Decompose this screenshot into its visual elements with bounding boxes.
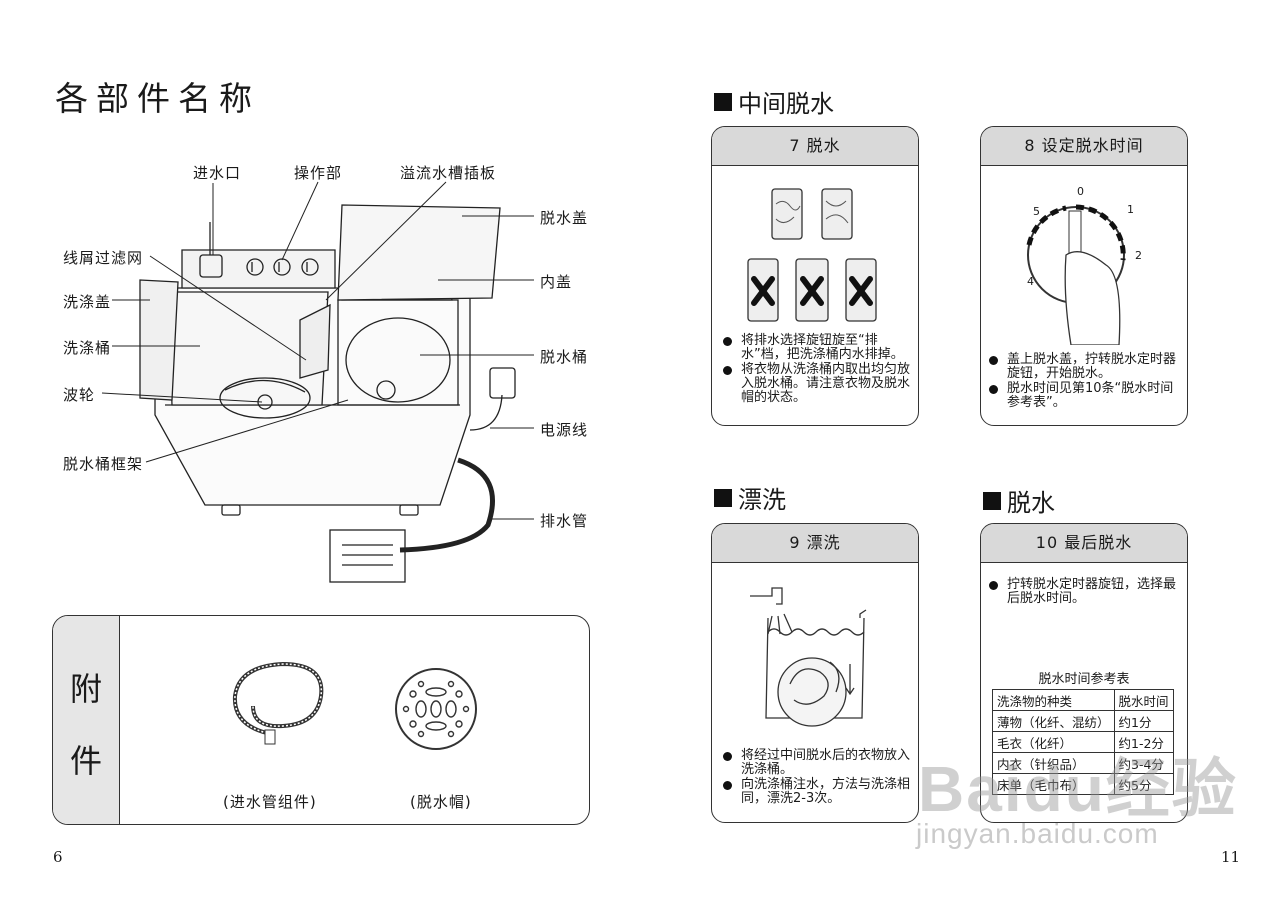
bullet-item: 将经过中间脱水后的衣物放入洗涤桶。 [723,749,913,777]
inlet-hose-icon [232,661,324,745]
panel-10-bullets: 拧转脱水定时器旋钮，选择最后脱水时间。 [989,578,1181,607]
watermark-logo: Baidu经验 [918,753,1238,825]
table-cell: 约3-4分 [1113,752,1174,774]
rinse-illustration [750,587,867,727]
label-lint-filter: 线屑过滤网 [63,249,144,267]
table-cell: 约1分 [1113,710,1174,732]
label-spin-lid: 脱水盖 [540,209,589,227]
label-wash-tub: 洗涤桶 [63,339,112,357]
panel-10-header: 10 最后脱水 [981,524,1187,563]
panel-10-final-spin: 10 最后脱水 拧转脱水定时器旋钮，选择最后脱水时间。 脱水时间参考表 洗涤物的… [980,523,1188,823]
table-header-row: 洗涤物的种类 脱水时间 [992,689,1174,711]
bullet-item: 向洗涤桶注水，方法与洗涤相同，漂洗2-3次。 [723,778,913,806]
panel-7-spin: 7 脱水 将排水选择旋钮旋至“排水”档，把洗涤桶内水排掉。 将衣物从洗涤桶内取出… [711,126,919,426]
label-inner-lid: 内盖 [540,273,573,291]
dial-label-1: 1 [1127,203,1134,216]
panel-9-rinse: 9 漂洗 将经过中间脱水后的衣物放入洗涤桶。 向洗涤桶注水，方法与洗涤相同，漂洗… [711,523,919,823]
table-header-cell: 脱水时间 [1113,689,1174,711]
label-spin-tub: 脱水桶 [540,348,589,366]
panel-7-bullets: 将排水选择旋钮旋至“排水”档，把洗涤桶内水排掉。 将衣物从洗涤桶内取出均匀放入脱… [723,334,913,406]
square-bullet-icon [714,92,732,111]
watermark-url: jingyan.baidu.com [916,818,1159,849]
panel-9-bullets: 将经过中间脱水后的衣物放入洗涤桶。 向洗涤桶注水，方法与洗涤相同，漂洗2-3次。 [723,749,913,807]
table-cell: 床单（毛巾布） [992,773,1115,795]
table-row: 薄物（化纤、混纺） 约1分 [992,710,1174,732]
label-pulsator: 波轮 [63,386,96,404]
label-overflow-plate: 溢流水槽插板 [400,164,497,182]
bullet-item: 拧转脱水定时器旋钮，选择最后脱水时间。 [989,578,1181,606]
table-header-cell: 洗涤物的种类 [992,689,1115,711]
label-wash-lid: 洗涤盖 [63,293,112,311]
accessories-box: 附 件 (进水管组件) (脱水帽) [52,615,590,825]
page-number-right: 11 [1221,848,1241,866]
accessories-char-1: 附 [69,670,102,708]
accessories-char-2: 件 [69,742,102,780]
square-bullet-icon [714,488,732,507]
label-control-panel: 操作部 [294,164,343,182]
panel-9-header: 9 漂洗 [712,524,918,563]
label-spin-frame: 脱水桶框架 [63,455,144,473]
dial-label-4: 4 [1027,275,1034,288]
panel-8-header: 8 设定脱水时间 [981,127,1187,166]
spin-tub-load-illustration [747,188,877,322]
section-middle-spin: 中间脱水 [714,84,834,119]
spin-time-table: 洗涤物的种类 脱水时间 薄物（化纤、混纺） 约1分 毛衣（化纤） 约1-2分 内… [992,689,1174,795]
panel-8-set-timer: 8 设定脱水时间 0 1 2 4 5 盖上脱水盖，拧转脱水定时器旋钮，开始脱水。… [980,126,1188,426]
table-cell: 约5分 [1113,773,1174,795]
page-title: 各部件名称 [55,79,260,118]
timer-dial-illustration [1026,204,1126,345]
dial-label-5: 5 [1033,205,1040,218]
table-cell: 内衣（针织品） [992,752,1115,774]
section-spin: 脱水 [983,483,1055,518]
dial-label-0: 0 [1077,185,1084,198]
page-number-left: 6 [53,848,63,866]
label-water-inlet: 进水口 [193,164,242,182]
bullet-item: 将衣物从洗涤桶内取出均匀放入脱水桶。请注意衣物及脱水帽的状态。 [723,363,913,405]
panel-7-header: 7 脱水 [712,127,918,166]
spin-cap-icon [395,668,477,750]
inlet-hose-caption: (进水管组件) [223,793,317,811]
spin-cap-caption: (脱水帽) [410,793,472,811]
label-drain-hose: 排水管 [540,512,589,530]
panel-8-bullets: 盖上脱水盖，拧转脱水定时器旋钮，开始脱水。 脱水时间见第10条“脱水时间参考表”… [989,353,1181,411]
label-power-cord: 电源线 [540,421,589,439]
accessories-sidebar: 附 件 [53,616,120,824]
section-rinse: 漂洗 [714,480,786,515]
square-bullet-icon [983,491,1001,510]
dial-label-2: 2 [1135,249,1142,262]
washing-machine-diagram [101,181,534,583]
bullet-item: 盖上脱水盖，拧转脱水定时器旋钮，开始脱水。 [989,353,1181,381]
table-row: 床单（毛巾布） 约5分 [992,773,1174,795]
bullet-item: 脱水时间见第10条“脱水时间参考表”。 [989,382,1181,410]
table-cell: 薄物（化纤、混纺） [992,710,1115,732]
table-row: 内衣（针织品） 约3-4分 [992,752,1174,774]
table-title: 脱水时间参考表 [1038,672,1130,687]
bullet-item: 将排水选择旋钮旋至“排水”档，把洗涤桶内水排掉。 [723,334,913,362]
